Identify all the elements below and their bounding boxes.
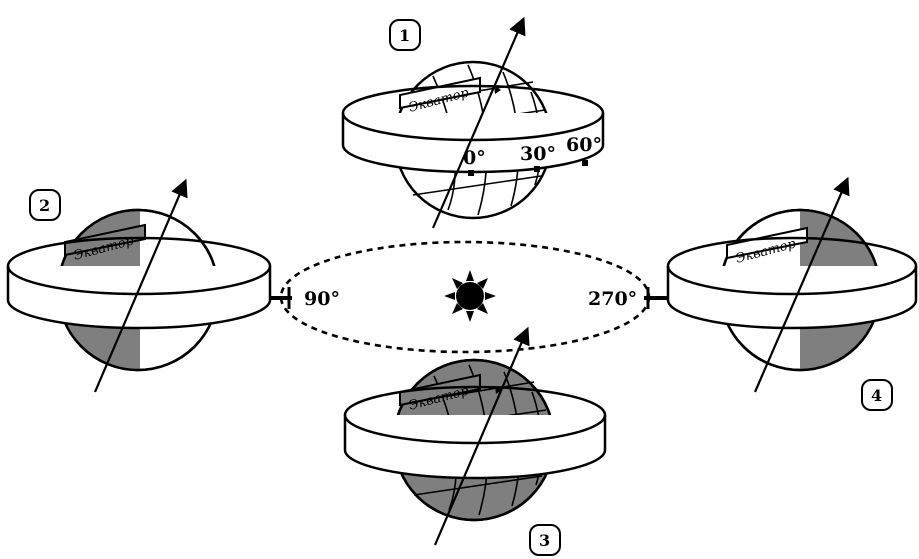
position-3-globe: Экватор xyxy=(343,326,607,546)
position-3-number: 3 xyxy=(529,524,561,556)
position-1-number: 1 xyxy=(389,19,421,51)
sun-icon xyxy=(444,270,496,322)
position-1-globe: Экватор 0° 30° 60° xyxy=(341,16,605,229)
orbit-degree-90: 90° xyxy=(304,288,340,310)
position-4-globe: Экватор xyxy=(644,176,918,393)
axis-arrow-icon xyxy=(433,326,530,546)
axis-arrow-icon xyxy=(93,178,188,393)
ring-degree-0: 0° xyxy=(463,147,486,169)
axis-arrow-icon xyxy=(431,16,526,229)
ring-degree-30: 30° xyxy=(520,143,556,165)
position-4-number: 4 xyxy=(861,379,893,411)
axis-arrow-icon xyxy=(753,176,850,393)
orbit-degree-270: 270° xyxy=(588,288,637,310)
svg-text:3: 3 xyxy=(539,531,550,550)
svg-text:1: 1 xyxy=(399,26,410,45)
position-2-globe: Экватор xyxy=(6,178,292,393)
svg-text:2: 2 xyxy=(39,196,50,215)
svg-text:4: 4 xyxy=(871,386,882,405)
ring-degree-60: 60° xyxy=(566,134,602,156)
position-2-number: 2 xyxy=(29,189,61,221)
